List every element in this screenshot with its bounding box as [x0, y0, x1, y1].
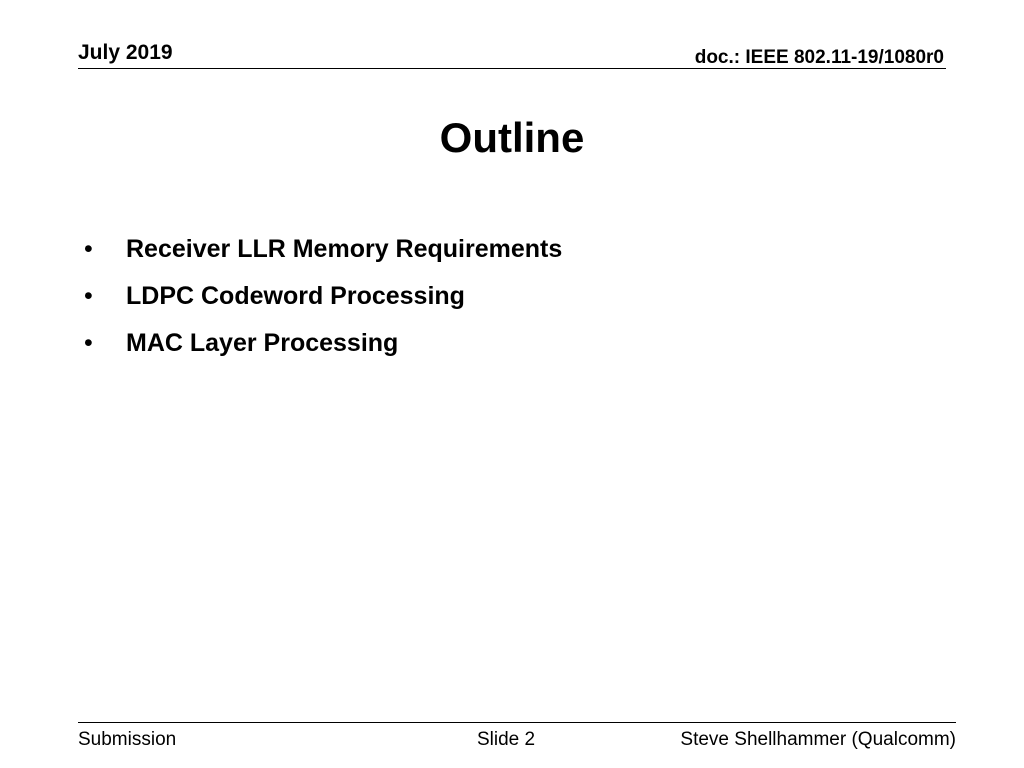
- bullet-item: • MAC Layer Processing: [84, 320, 562, 367]
- bullet-text: MAC Layer Processing: [126, 329, 399, 357]
- bullet-list: • Receiver LLR Memory Requirements • LDP…: [84, 226, 562, 367]
- bullet-item: • Receiver LLR Memory Requirements: [84, 226, 562, 273]
- footer-divider: [78, 722, 956, 723]
- bullet-text: LDPC Codeword Processing: [126, 282, 465, 310]
- footer-submission: Submission: [78, 729, 177, 750]
- bullet-icon: •: [84, 235, 93, 263]
- footer-slide-number: Slide 2: [477, 729, 536, 750]
- slide-title: Outline: [439, 114, 585, 161]
- header-date: July 2019: [78, 41, 173, 64]
- bullet-icon: •: [84, 329, 93, 357]
- bullet-icon: •: [84, 282, 93, 310]
- header-divider: [78, 68, 946, 69]
- bullet-item: • LDPC Codeword Processing: [84, 273, 562, 320]
- bullet-text: Receiver LLR Memory Requirements: [126, 235, 563, 263]
- footer-author: Steve Shellhammer (Qualcomm): [680, 729, 956, 750]
- header-doc-id: doc.: IEEE 802.11-19/1080r0: [694, 47, 944, 68]
